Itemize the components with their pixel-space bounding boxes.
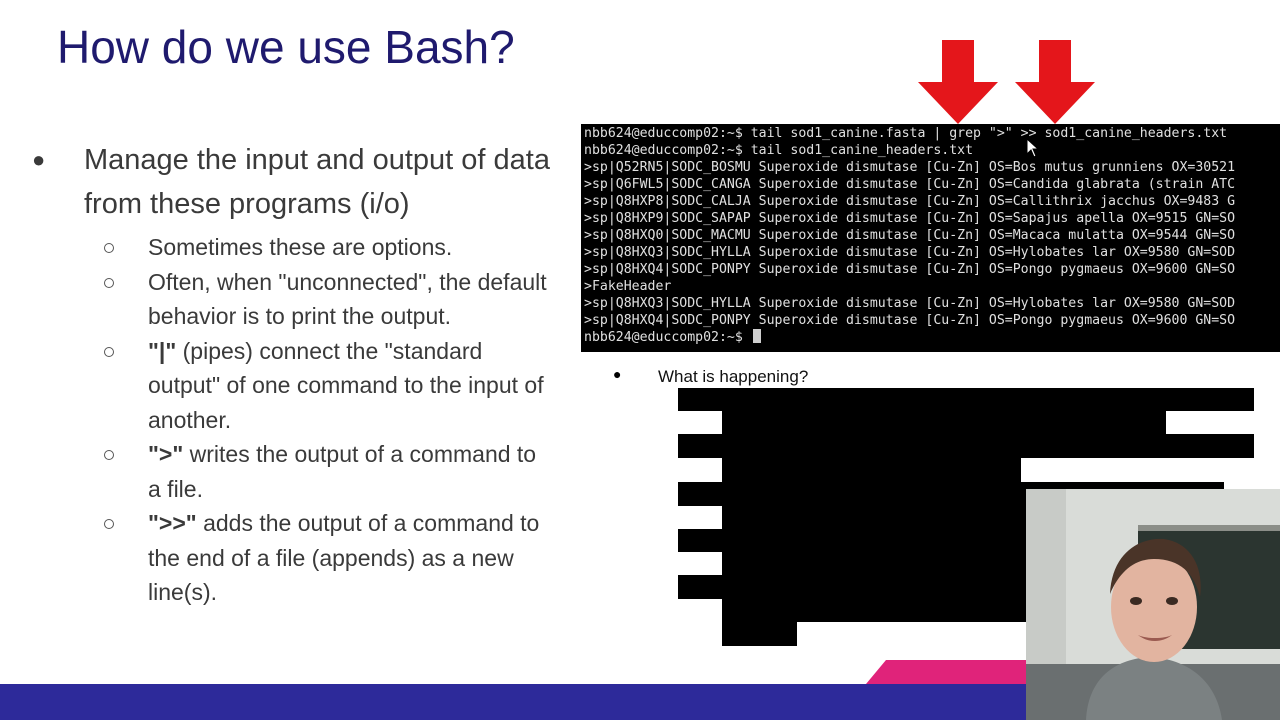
terminal-line: >FakeHeader [584, 279, 672, 294]
sub-bullet-item: ">" writes the output of a command to a … [30, 437, 550, 506]
hollow-bullet-icon [104, 450, 114, 460]
main-bullet-text: Manage the input and output of data from… [84, 144, 550, 220]
redirect-symbol: ">" [148, 441, 184, 467]
terminal-line: >sp|Q8HXP9|SODC_SAPAP Superoxide dismuta… [584, 211, 1236, 226]
redacted-answer-bar [678, 529, 1028, 552]
redacted-answer-bar [678, 575, 1028, 599]
main-bullet: ● Manage the input and output of data fr… [30, 138, 550, 226]
redacted-answer-bar [722, 599, 1028, 622]
terminal-line: nbb624@educcomp02:~$ tail sod1_canine_he… [584, 143, 974, 158]
terminal-line: >sp|Q8HXQ4|SODC_PONPY Superoxide dismuta… [584, 262, 1236, 277]
mouse-pointer-icon [1026, 138, 1040, 158]
sub-bullet-item: ">>" adds the output of a command to the… [30, 506, 550, 610]
hollow-bullet-icon [104, 277, 114, 288]
terminal-cursor [752, 329, 761, 343]
sub-bullet-item: Sometimes these are options. [30, 230, 550, 265]
terminal-line: >sp|Q52RN5|SODC_BOSMU Superoxide dismuta… [584, 160, 1236, 175]
sub-bullet-text: (pipes) connect the "standard output" of… [148, 337, 544, 433]
bullet-dot-icon: ● [613, 366, 622, 382]
redacted-answer-bar [722, 458, 1021, 482]
redacted-answer-bar [722, 506, 1028, 530]
sub-bullet-list: Sometimes these are options. Often, when… [30, 230, 550, 610]
sub-bullet-text: writes the output of a command to a file… [148, 441, 537, 502]
presenter-webcam-image [1026, 489, 1280, 720]
redacted-answer-bar [722, 411, 1166, 434]
append-symbol: ">>" [148, 510, 197, 536]
terminal-line: nbb624@educcomp02:~$ tail sod1_canine.fa… [584, 126, 1228, 141]
redacted-answer-bar [678, 388, 1254, 411]
redacted-answer-bar [678, 434, 1254, 458]
terminal-line: >sp|Q8HXP8|SODC_CALJA Superoxide dismuta… [584, 194, 1236, 209]
terminal-line: >sp|Q8HXQ4|SODC_PONPY Superoxide dismuta… [584, 313, 1236, 328]
presenter-webcam [1026, 489, 1280, 720]
terminal-line: >sp|Q6FWL5|SODC_CANGA Superoxide dismuta… [584, 177, 1236, 192]
terminal-line: >sp|Q8HXQ0|SODC_MACMU Superoxide dismuta… [584, 228, 1236, 243]
terminal-window: nbb624@educcomp02:~$ tail sod1_canine.fa… [581, 124, 1280, 352]
sub-bullet-text: adds the output of a command to the end … [148, 510, 540, 605]
sub-bullet-text: Sometimes these are options. [148, 234, 453, 260]
hollow-bullet-icon [104, 346, 114, 357]
sub-bullet-text: Often, when "unconnected", the default b… [148, 268, 547, 330]
terminal-line: >sp|Q8HXQ3|SODC_HYLLA Superoxide dismuta… [584, 245, 1236, 260]
slide-title: How do we use Bash? [57, 21, 515, 73]
footer-accent-shape [866, 660, 1036, 684]
sub-bullet-item: Often, when "unconnected", the default b… [30, 265, 550, 334]
terminal-prompt: nbb624@educcomp02:~$ [584, 330, 751, 345]
pipe-symbol: "|" [148, 337, 177, 364]
red-down-arrow-icon [1015, 40, 1095, 124]
bullet-dot-icon: ● [32, 147, 46, 172]
terminal-prompt-line[interactable]: nbb624@educcomp02:~$ [584, 329, 761, 346]
terminal-line: >sp|Q8HXQ3|SODC_HYLLA Superoxide dismuta… [584, 296, 1236, 311]
hollow-bullet-icon [104, 243, 114, 253]
redacted-answer-bar [722, 552, 1028, 575]
sub-bullet-item: "|" (pipes) connect the "standard output… [30, 334, 550, 438]
question-text: What is happening? [658, 367, 809, 386]
hollow-bullet-icon [104, 519, 114, 529]
red-down-arrow-icon [918, 40, 998, 124]
redacted-answer-bar [722, 622, 797, 646]
bullet-list: ● Manage the input and output of data fr… [30, 138, 550, 610]
